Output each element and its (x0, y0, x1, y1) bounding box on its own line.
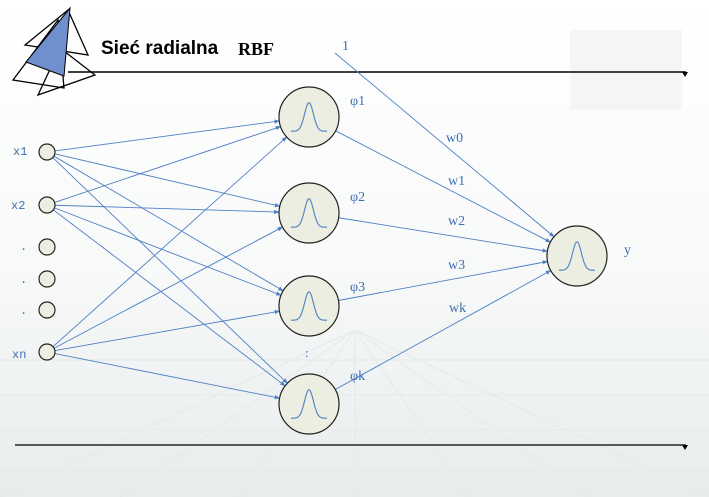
input-node-x1 (38, 143, 56, 161)
gaussian-curve-icon (291, 291, 327, 321)
gaussian-curve-icon (291, 198, 327, 228)
edge-input2-hidden1 (54, 126, 282, 203)
output-node-y (546, 225, 608, 287)
input-label-dot-2: . (20, 273, 28, 287)
slide-title-suffix: RBF (238, 39, 274, 59)
nodes (38, 86, 608, 435)
gaussian-curve-icon (559, 241, 595, 271)
weight-label-w3: w3 (448, 258, 466, 273)
hidden-label-phi1: φ1 (350, 94, 366, 109)
input-node-xn (38, 343, 56, 361)
input-node-dot-2 (38, 270, 56, 288)
hidden-ellipsis: : (305, 345, 309, 360)
hidden-label-phi3: φ3 (350, 280, 366, 295)
hidden-node-1 (278, 86, 340, 148)
input-label-x2: x2 (11, 199, 26, 213)
background-grid (0, 329, 709, 497)
input-node-dot-1 (38, 238, 56, 256)
footer-divider-end (682, 445, 688, 450)
gaussian-curve-icon (291, 102, 327, 132)
input-label-dot-3: . (20, 304, 28, 318)
hidden-node-3 (278, 275, 340, 337)
edge-hidden4-output (335, 270, 552, 390)
hidden-node-4 (278, 373, 340, 435)
weight-label-w1: w1 (448, 174, 466, 189)
edge-input1-hidden1 (54, 119, 280, 152)
connections (52, 52, 555, 400)
slide-title: Sieć radialna (101, 38, 219, 59)
hidden-label-phi2: φ2 (350, 190, 366, 205)
edge-input6-hidden2 (53, 226, 283, 349)
output-label-y: y (624, 243, 631, 258)
edge-input2-hidden2 (54, 204, 280, 215)
input-node-dot-3 (38, 301, 56, 319)
gaussian-curve-icon (291, 389, 327, 419)
edge-hidden3-output (338, 260, 549, 301)
input-node-x2 (38, 196, 56, 214)
edge-hidden1-output (335, 130, 551, 243)
input-label-xn: xn (12, 348, 27, 362)
hidden-label-phik: φk (350, 369, 366, 384)
weight-label-w0: w0 (446, 131, 464, 146)
edge-input1-hidden3 (53, 155, 284, 292)
edge-input6-hidden3 (54, 309, 280, 352)
logo-triangles (11, 6, 97, 97)
header-divider-end (682, 72, 688, 77)
edge-input6-hidden1 (52, 136, 288, 347)
edge-input6-hidden4 (54, 353, 281, 400)
hidden-node-2 (278, 182, 340, 244)
edge-input1-hidden2 (54, 153, 281, 208)
edge-input2-hidden3 (54, 207, 282, 296)
edge-hidden2-output (338, 217, 548, 253)
input-label-x1: x1 (13, 145, 28, 159)
edge-bias-output (334, 52, 555, 238)
bias-label: 1 (342, 39, 349, 54)
input-label-dot-1: . (20, 240, 28, 254)
weight-label-w2: w2 (448, 214, 466, 229)
weight-label-wk: wk (449, 301, 467, 316)
edge-input2-hidden4 (53, 209, 286, 387)
edge-input1-hidden4 (52, 157, 288, 384)
background-panel (570, 30, 682, 110)
